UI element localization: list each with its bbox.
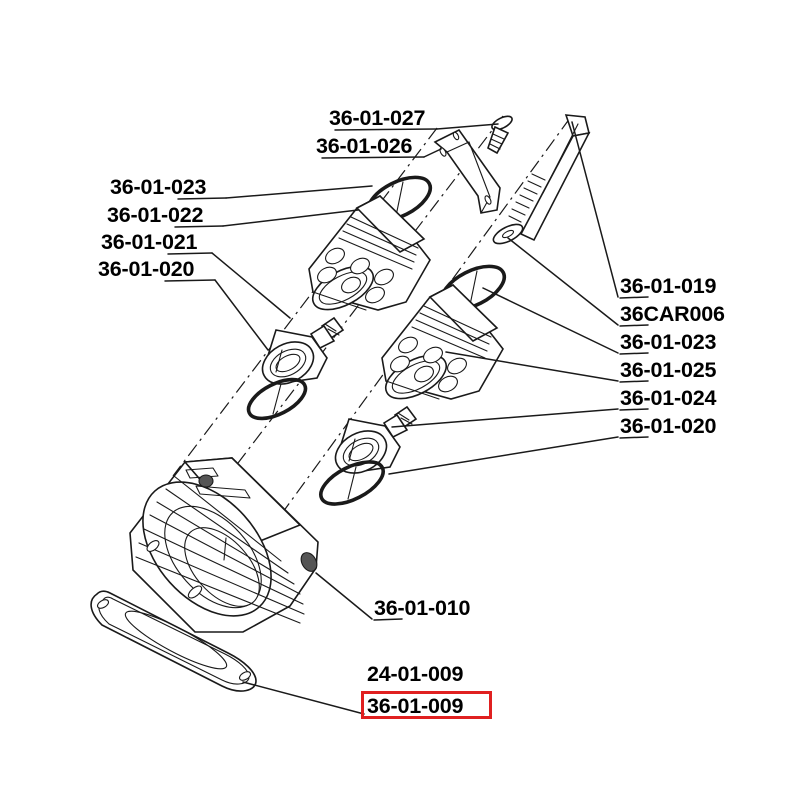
base-gasket-part [90,590,257,692]
bolt-threads [508,173,546,223]
perforated-sleeve-upper-part [308,194,431,311]
sleeve-perforations-lower [390,336,467,393]
screw-threads [489,133,505,150]
label-36-01-026: 36-01-026 [316,134,413,158]
washer-part [492,223,524,245]
label-36-01-025: 36-01-025 [620,358,717,382]
label-36-01-022: 36-01-022 [107,203,204,227]
bracket-part [433,128,501,214]
sleeve-perforations-upper [317,247,394,304]
label-36-01-023-lower: 36-01-023 [620,330,717,354]
o-ring-upper-lower-part [246,377,308,421]
label-36-01-027: 36-01-027 [329,106,426,130]
leader-lines [211,121,619,715]
label-36-01-021: 36-01-021 [101,230,198,254]
highlighted-part-box [361,691,492,719]
finned-cylinder-part [129,457,319,633]
long-bolt-part [508,114,591,242]
perforated-sleeve-lower-part [381,283,504,400]
label-36-01-024: 36-01-024 [620,386,717,410]
label-36-01-023-upper: 36-01-023 [110,175,207,199]
label-24-01-009: 24-01-009 [367,662,464,686]
label-underlines [164,128,649,621]
label-36-01-020-lower: 36-01-020 [620,414,717,438]
top-flats [185,467,251,499]
label-36-01-020-upper: 36-01-020 [98,257,195,281]
label-36-01-009: 36-01-009 [367,694,464,718]
label-36-01-010: 36-01-010 [374,596,471,620]
label-36car006: 36CAR006 [620,302,725,326]
screw-part [487,115,513,155]
piston-head-lower-part [334,405,418,474]
piston-head-upper-part [261,316,345,385]
label-36-01-019: 36-01-019 [620,274,717,298]
o-ring-bottom-part [319,460,385,506]
